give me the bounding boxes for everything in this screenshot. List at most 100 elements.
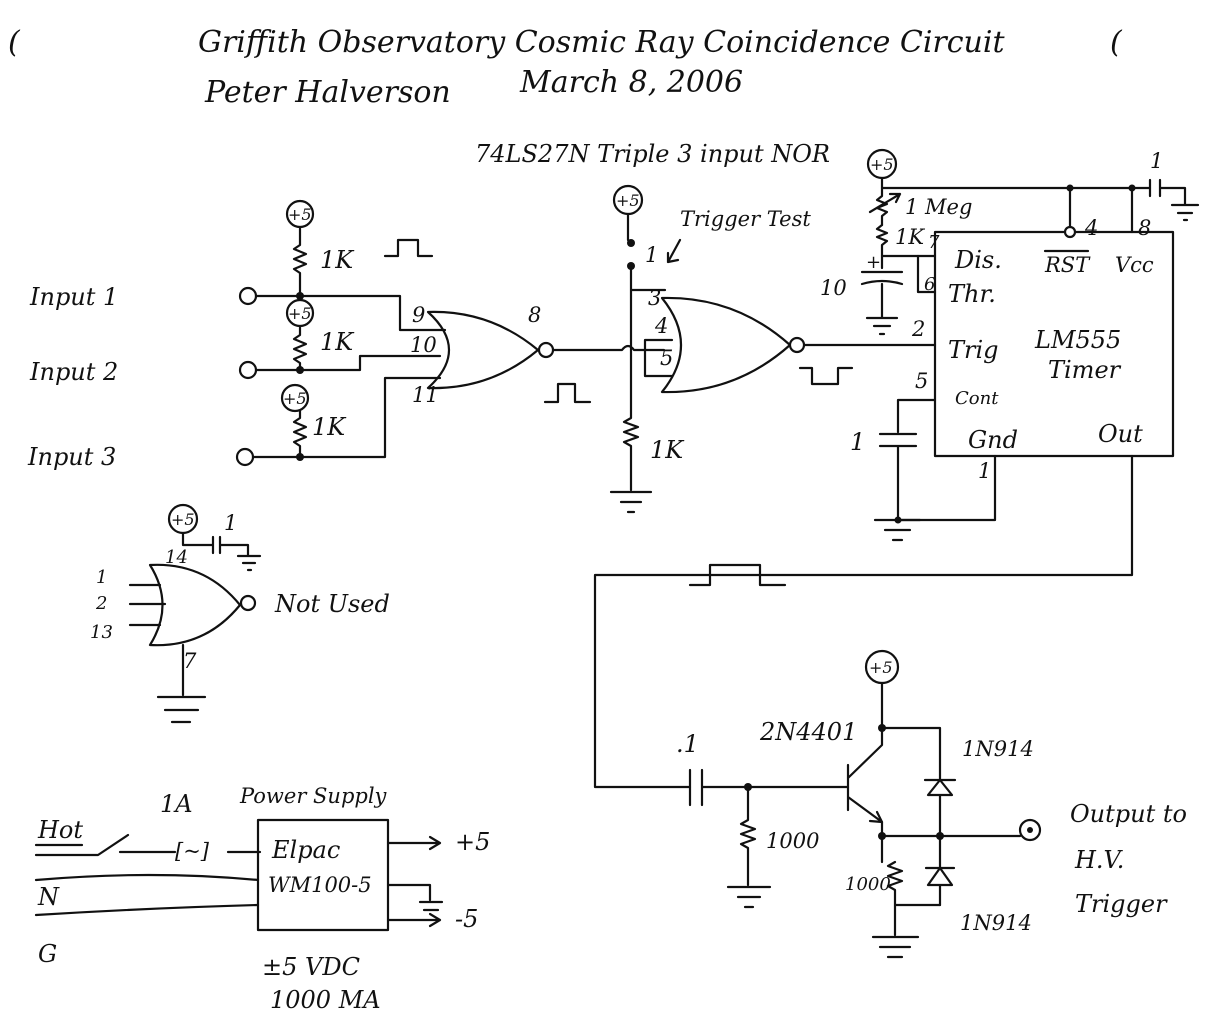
transistor-label: 2N4401 [759,718,857,746]
date-label: March 8, 2006 [519,65,743,100]
author-name: Peter Halverson [204,75,451,110]
module-model: WM100-5 [268,873,372,897]
nor-gate-1-bubble [537,341,555,359]
timer-output-wire [593,454,1134,789]
timing-resistor [875,223,937,258]
cont-cap [878,432,997,522]
trigger-test-arrow [666,238,682,264]
power-rating-voltage: ±5 VDC [262,953,360,981]
input-connector-1 [238,286,258,306]
nor-chip-label: 74LS27N Triple 3 input NOR [475,140,830,168]
junction-dot [296,292,304,300]
input-pulse-icon [383,238,434,258]
ground-icon [156,695,207,724]
emitter-resistor [886,860,942,937]
coupling-cap [688,768,850,807]
input-wire-2 [254,354,442,372]
thr-wire [880,254,937,294]
power-supply-section: Power Supply 1A Hot N G [~] Elpac WM100-… [34,784,490,1014]
timer-pinnum-7: 7 [928,232,940,253]
timer-pinnum-2: 2 [911,317,925,341]
timer-name: LM555 [1034,326,1121,354]
junction-dot [878,832,886,840]
hot-line [34,833,177,857]
diode-top-label: 1N914 [962,737,1034,761]
resistor-label-in2: 1K [320,328,355,356]
input-label-3: Input 3 [27,443,116,471]
trigger-test-contact [627,239,635,247]
timer-section: Dis. RST Vcc Thr. Trig LM555 Timer Cont … [593,148,1200,789]
input-connector-2 [238,360,258,380]
supply-label-in2: +5 [288,304,312,323]
junction-dot [296,366,304,374]
base-resistor [739,785,757,887]
pullup-resistor-1 [292,225,308,298]
timing-cap-plus: + [866,252,881,273]
power-rating-current: 1000 MA [270,986,381,1014]
nor-gate-2: 3 4 5 [643,286,937,394]
nor-gate-1: 9 10 11 8 [410,303,666,407]
unused-input-pin-1: 1 [96,567,107,588]
ground-icon [726,885,772,909]
timer-pinnum-4: 4 [1084,216,1098,240]
supply-label-output: +5 [869,658,893,677]
output-connector-center [1027,827,1033,833]
power-module [256,818,390,932]
output-positive: +5 [455,828,490,856]
trigger-test-label: Trigger Test [680,207,811,231]
unused-input-pin-2: 2 [95,593,107,614]
nor-gate-2-body [660,296,792,394]
timer-pin-trig: Trig [948,336,999,364]
input-connector-3 [235,447,255,467]
trigger-test-wire [622,268,667,492]
diode-bottom-label: 1N914 [960,911,1032,935]
timer-pinnum-6: 6 [924,274,935,295]
unused-vcc-pin: 14 [165,547,188,568]
unused-cap-value: 1 [224,511,237,535]
input-section: Input 1 Input 2 Input 3 +5 1K +5 1K +5 1… [27,199,447,471]
unused-gate-section: +5 1 14 Not Used 1 2 13 7 [90,503,390,724]
coupling-cap-value: .1 [676,730,699,758]
supply-label-unused: +5 [171,510,195,529]
timer-pin-vcc: Vcc [1115,253,1154,277]
gate2-pin-5: 5 [660,346,673,370]
pullup-resistor-3 [292,409,308,459]
timer-pinnum-5: 5 [915,369,928,393]
unused-input-stubs [128,583,167,627]
output-label-1: Output to [1070,800,1187,828]
supply-label-timer: +5 [870,155,894,174]
power-title: Power Supply [239,784,388,808]
junction-dot [894,516,902,524]
supply-badge-in3 [280,383,310,413]
pulse-icon-gate2 [798,366,854,386]
timer-pin-dis: Dis. [954,246,1002,274]
diode-top [923,778,957,838]
fuse-symbol: [~] [175,839,210,863]
junction-dot [1066,184,1074,192]
output-label-3: Trigger [1075,890,1168,918]
supply-label-in1: +5 [288,205,312,224]
timing-cap-value: 10 [820,276,847,300]
pot-arrow [868,192,902,214]
trigger-test-contact [627,262,635,270]
pullup-resistor-2 [292,324,308,372]
module-name: Elpac [271,836,340,864]
trigger-test-pin: 1 [645,243,658,267]
gate1-output-wire [551,344,666,352]
left-paren: ( [8,25,21,60]
supply-label-in3: +5 [283,389,307,408]
pulse-icon-gate1 [543,382,592,404]
common-output-wire [386,883,444,912]
neutral-line [34,873,260,882]
line-neutral: N [37,883,60,911]
positive-output-wire [386,835,442,851]
junction-dot [296,453,304,461]
negative-output-wire [386,912,442,928]
gate1-pin-9: 9 [412,303,425,327]
pot-value: 1 Meg [905,195,972,219]
npn-transistor [846,726,884,864]
trigger-test-resistor: 1K [650,436,685,464]
resistor-label-in3: 1K [312,413,347,441]
nor-gate-1-body [426,310,540,390]
